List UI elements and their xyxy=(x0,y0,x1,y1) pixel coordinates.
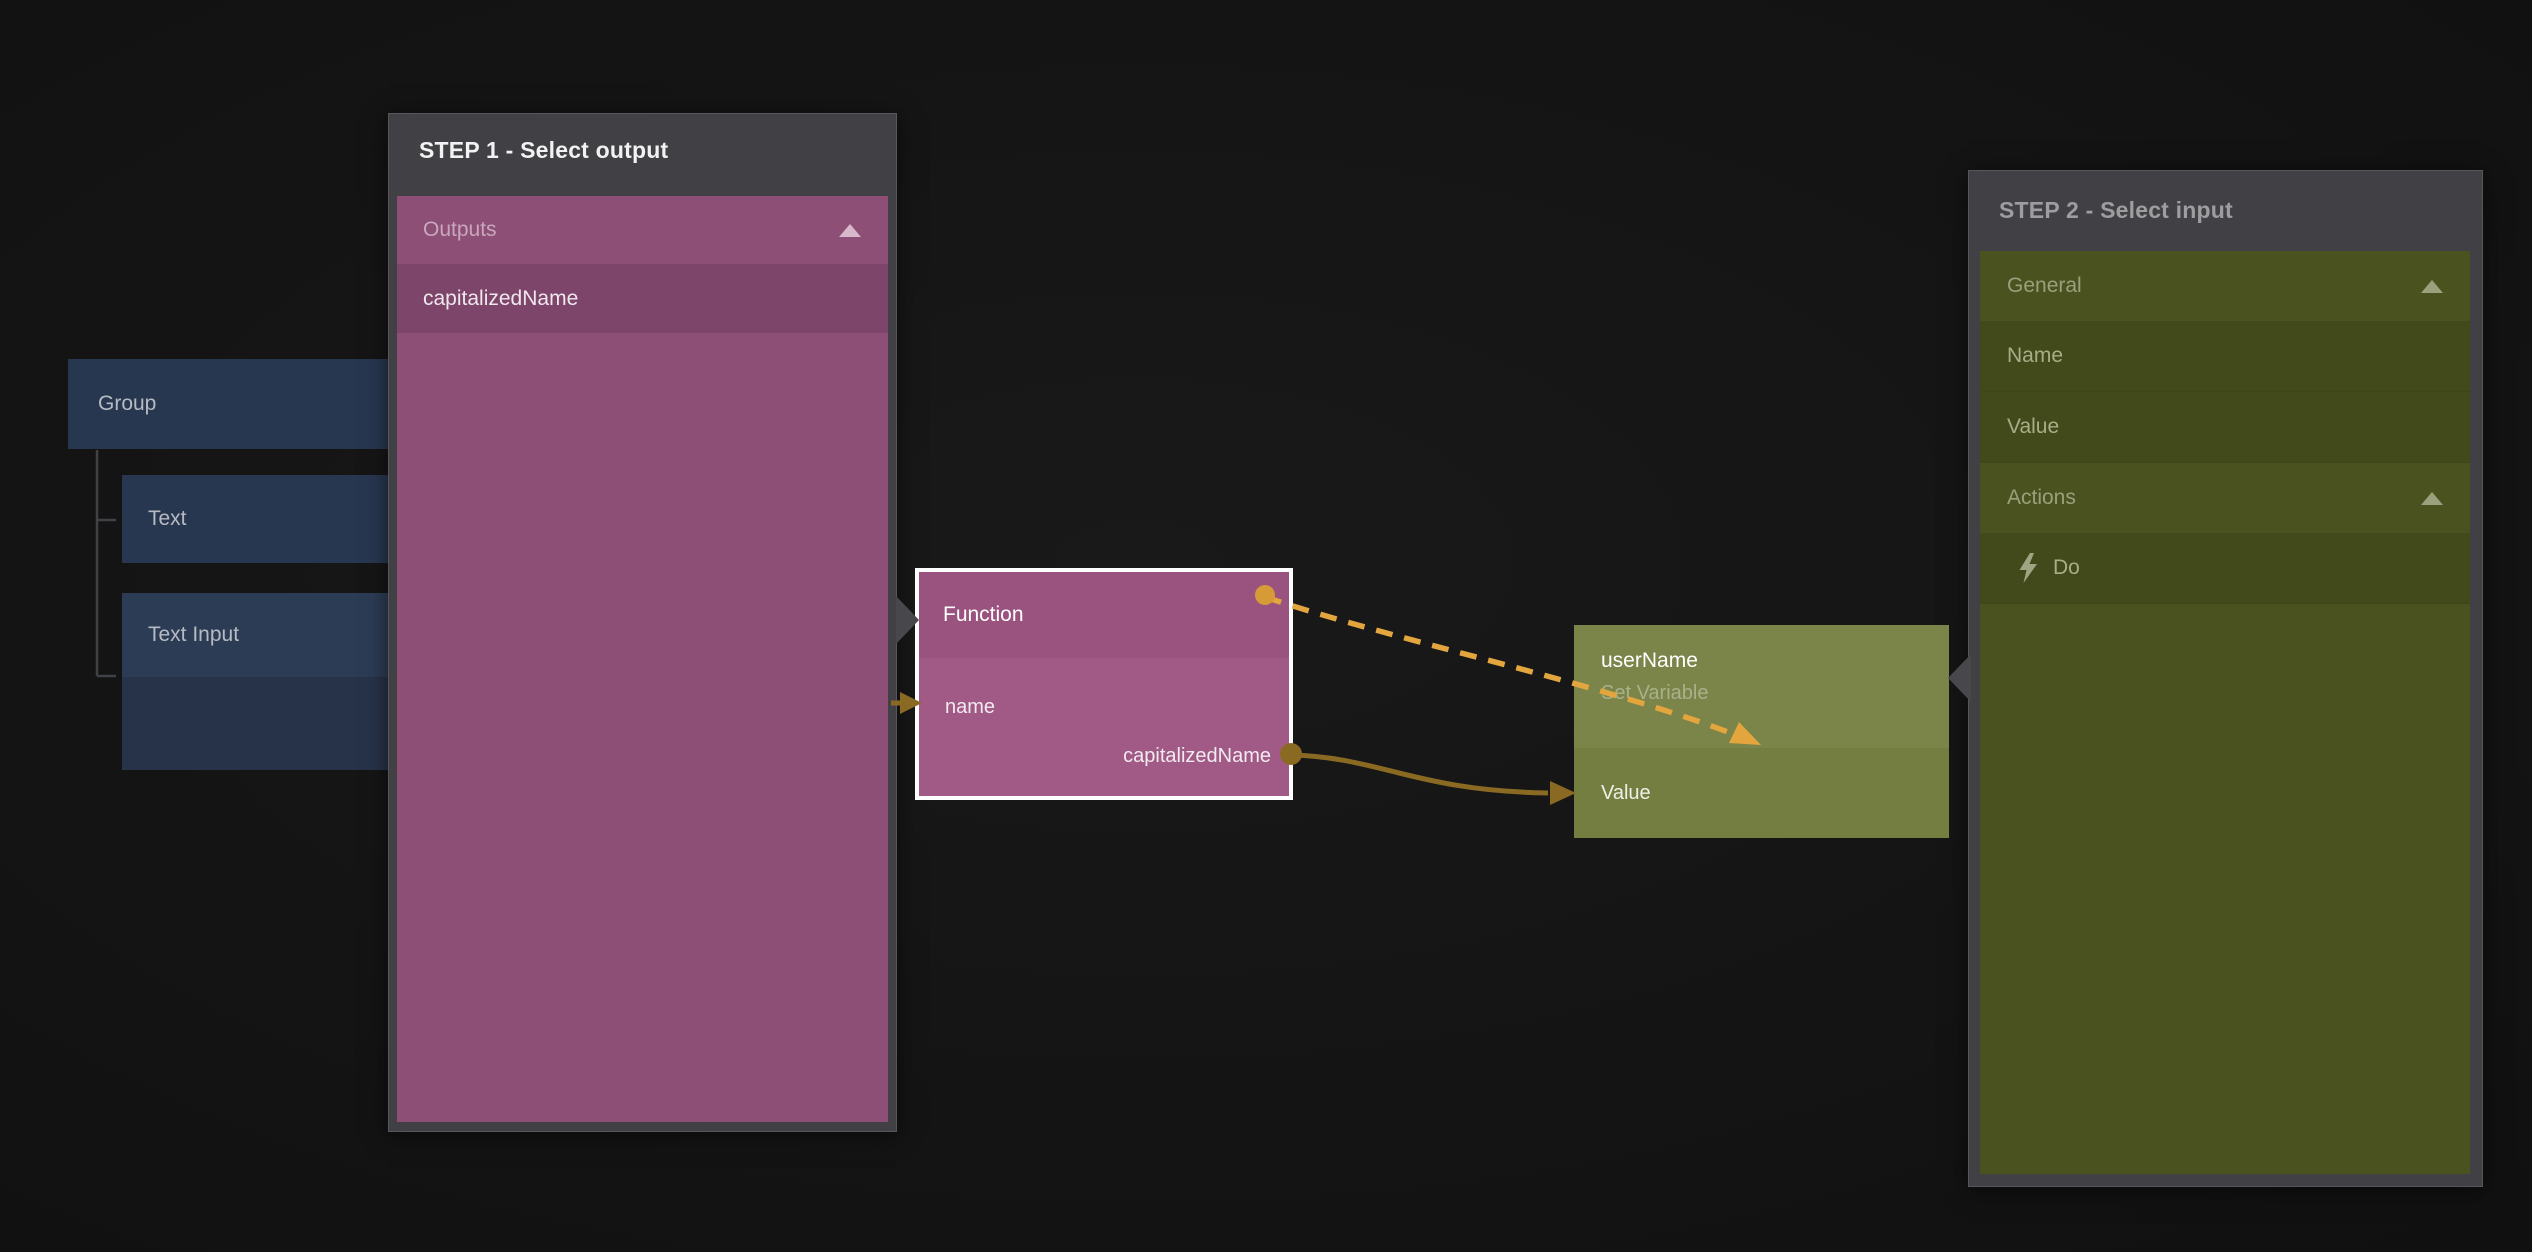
step1-panel: STEP 1 - Select output Outputs capitaliz… xyxy=(388,113,897,1132)
step2-section-actions-label: Actions xyxy=(2007,486,2076,509)
step1-item-capitalizedname[interactable]: capitalizedName xyxy=(397,264,888,333)
step1-item-capitalizedname-label: capitalizedName xyxy=(423,286,579,310)
step2-section-actions[interactable]: Actions xyxy=(1980,463,2470,533)
step2-item-value[interactable]: Value xyxy=(1980,392,2470,463)
node-text[interactable]: Text xyxy=(122,475,390,563)
step2-item-do-label: Do xyxy=(2053,556,2080,579)
node-set-variable-title: userName xyxy=(1601,649,1698,672)
step2-item-do[interactable]: Do xyxy=(1980,533,2470,604)
step1-panel-body: Outputs capitalizedName xyxy=(397,196,888,1122)
node-function[interactable]: Function name capitalizedName xyxy=(915,568,1293,800)
node-text-input[interactable]: Text Input xyxy=(122,593,390,770)
caret-up-icon[interactable] xyxy=(2421,491,2443,505)
step2-section-general-label: General xyxy=(2007,274,2082,297)
step2-item-name-label: Name xyxy=(2007,344,2064,367)
step2-section-general[interactable]: General xyxy=(1980,251,2470,321)
step2-panel-title: STEP 2 - Select input xyxy=(1999,196,2233,223)
node-set-variable-header[interactable]: userName Set Variable xyxy=(1574,625,1949,748)
step1-panel-title: STEP 1 - Select output xyxy=(419,136,669,163)
step2-item-value-label: Value xyxy=(2007,415,2060,438)
step1-section-outputs-label: Outputs xyxy=(423,218,497,241)
node-set-variable[interactable]: userName Set Variable Value xyxy=(1574,625,1949,838)
step2-item-name[interactable]: Name xyxy=(1980,321,2470,392)
node-text-label: Text xyxy=(148,507,187,530)
caret-up-icon[interactable] xyxy=(2421,279,2443,293)
function-output-capitalizedname-label[interactable]: capitalizedName xyxy=(1123,745,1271,767)
node-text-input-label: Text Input xyxy=(148,623,240,646)
step1-section-outputs[interactable]: Outputs xyxy=(397,196,888,264)
lightning-icon xyxy=(2019,553,2037,583)
solid-connection-wire[interactable] xyxy=(1290,752,1549,796)
value-input-arrowhead-icon xyxy=(1550,781,1576,805)
tree-connector-lines xyxy=(95,450,116,678)
node-group-label: Group xyxy=(98,392,157,415)
node-text-input-header[interactable]: Text Input xyxy=(122,593,390,677)
set-variable-input-value-label[interactable]: Value xyxy=(1601,782,1651,804)
node-set-variable-subtitle: Set Variable xyxy=(1601,682,1709,704)
node-function-header[interactable]: Function xyxy=(919,572,1289,658)
function-input-name-label[interactable]: name xyxy=(945,696,996,718)
caret-up-icon[interactable] xyxy=(839,223,861,237)
step2-panel-body: General Name Value Actions Do xyxy=(1980,251,2470,1174)
node-function-title: Function xyxy=(943,603,1024,626)
step2-panel: STEP 2 - Select input General Name Value… xyxy=(1968,170,2483,1187)
node-group[interactable]: Group xyxy=(68,359,390,449)
